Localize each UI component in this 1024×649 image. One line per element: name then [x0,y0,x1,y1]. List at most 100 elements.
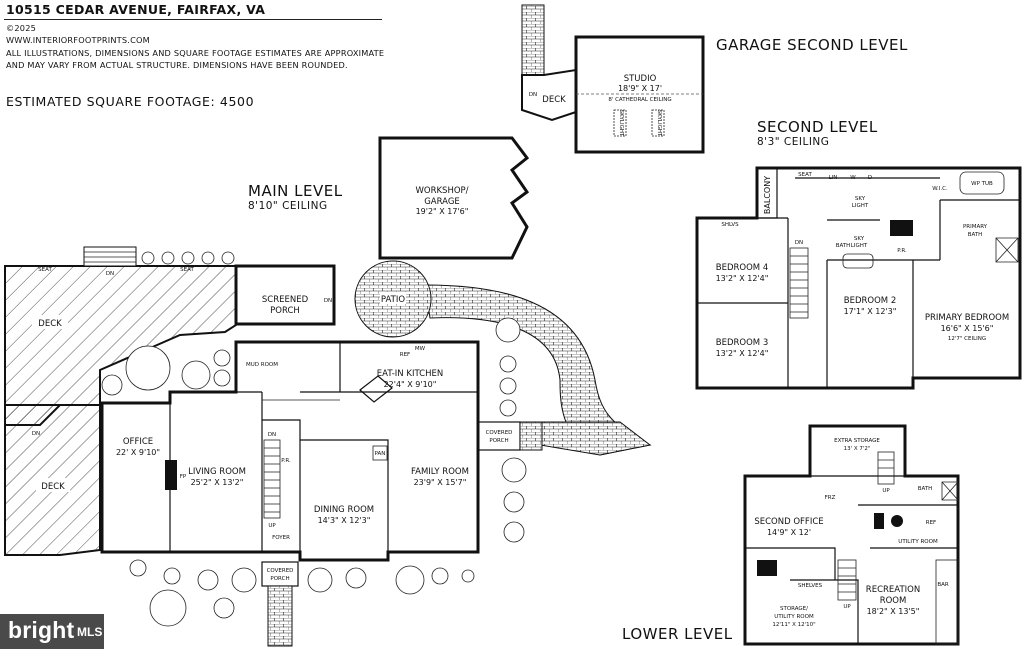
storage-utility-name: STORAGE/ [780,606,808,612]
screened-porch-name: SCREENED [262,295,309,305]
extra-storage-name: EXTRA STORAGE [834,438,880,444]
dn-label: DN [106,271,114,277]
second-office-name: SECOND OFFICE [754,517,823,527]
deck-stairs [83,246,137,267]
office-name: OFFICE [123,437,153,447]
mw-label: MW [415,346,426,352]
primary-bedroom-name: PRIMARY BEDROOM [925,313,1009,323]
wic-label: W.I.C. [932,186,948,192]
recreation-room-name: RECREATION [866,585,920,595]
copyright: ©2025 [6,23,37,33]
dn-label: DN [268,432,276,438]
website: WWW.INTERIORFOOTPRINTS.COM [6,35,150,46]
seat-label: SEAT [798,172,812,178]
bath-second-name: BATH [836,243,851,249]
pan-label: PAN [375,451,386,457]
bedroom4-dims: 13'2" X 12'4" [716,274,769,283]
sky-label: SKY [854,236,865,242]
office-dims: 22' X 9'10" [116,448,160,457]
second-level-title: SECOND LEVEL 8'3" CEILING [757,118,878,148]
powder-room-main: P.R. [281,458,291,464]
frz-label: FRZ [825,495,836,501]
screened-porch [234,264,336,326]
dn-label: DN [795,240,803,246]
bedroom4-name: BEDROOM 4 [716,263,768,273]
front-walk [267,585,293,647]
workshop-name-2: GARAGE [424,197,460,207]
disclaimer-line-1: ALL ILLUSTRATIONS, DIMENSIONS AND SQUARE… [6,47,385,58]
dining-room-name: DINING ROOM [314,505,374,515]
main-stair: DN UP [263,432,281,529]
seat-label: SEAT [38,267,52,273]
skylight-b: SKYLIGHT [656,110,662,137]
covered-porch-side-name-2: PORCH [489,438,508,444]
patio-label: PATIO [381,295,405,305]
covered-porch-front-name-2: PORCH [270,576,289,582]
dn-label: DN [324,298,332,304]
primary-bedroom-note: 12'7" CEILING [948,336,986,342]
storage-utility-name-2: UTILITY ROOM [774,614,814,620]
covered-porch-front-name: COVERED [267,568,294,574]
deck-main-label: DECK [38,319,62,329]
deck-main [4,265,237,426]
studio-note: 8' CATHEDRAL CEILING [608,97,671,103]
studio-name: STUDIO [624,74,657,84]
garage-second-level-title: GARAGE SECOND LEVEL [716,36,908,54]
lower-level-plan: EXTRA STORAGE 13' X 7'2" SECOND OFFICE 1… [743,424,960,646]
seat-label: SEAT [180,267,194,273]
header-rule [4,19,382,20]
up-label: UP [268,523,276,529]
header-notes: ©2025 WWW.INTERIORFOOTPRINTS.COM ALL ILL… [6,22,384,72]
dining-room-dims: 14'3" X 12'3" [318,516,371,525]
second-level-plan: BALCONY BEDROOM 4 13'2" X 12'4" BEDROOM … [695,166,1022,390]
covered-porch-side-name: COVERED [486,430,513,436]
property-address: 10515 CEDAR AVENUE, FAIRFAX, VA [6,2,266,17]
wp-tub-label: WP TUB [971,181,993,187]
covered-porch-side [477,421,521,451]
bedroom3-name: BEDROOM 3 [716,338,768,348]
bedroom3-dims: 13'2" X 12'4" [716,349,769,358]
wp-tub [959,171,1005,195]
bath-lower-name: BATH [918,486,933,492]
deck-label: DECK [542,95,566,105]
foyer-name: FOYER [272,535,290,541]
family-room-dims: 23'9" X 15'7" [414,478,467,487]
workshop-name: WORKSHOP/ [415,186,468,196]
main-level-plan: WORKSHOP/ GARAGE 19'2" X 17'6" PATIO DEC… [4,136,652,647]
studio-room [574,35,705,154]
up-label: UP [882,488,890,494]
studio-dims: 18'9" X 17' [618,84,662,93]
up-label: UP [843,604,851,610]
garage-second-level-plan: DECK DN STUDIO 18'9" X 17' 8' CATHEDRAL … [521,4,705,154]
ref-label: REF [400,352,410,358]
fireplace [165,460,177,490]
kitchen-dims: 22'4" X 9'10" [384,380,437,389]
bedroom2-dims: 17'1" X 12'3" [844,307,897,316]
family-room-name: FAMILY ROOM [411,467,469,477]
powder-second-name: P.R. [897,248,907,254]
dryer-label: D [868,175,872,181]
main-level-title: MAIN LEVEL 8'10" CEILING [248,182,343,212]
kitchen-island [359,375,393,403]
shelves-label: SHELVES [798,583,823,589]
balcony [756,167,778,219]
second-office-dims: 14'9" X 12' [767,528,811,537]
garage-stair [521,4,545,76]
living-room-name: LIVING ROOM [188,467,246,477]
shelves-label: SHLVS [721,222,739,228]
living-room-dims: 25'2" X 13'2" [191,478,244,487]
light-label: LIGHT [852,203,869,209]
bright-mls-logo: bright MLS [0,614,104,649]
balcony-label: BALCONY [763,176,772,214]
primary-bath-name-2: BATH [968,232,983,238]
light-label: LIGHT [851,243,868,249]
skylight-a: SKYLIGHT [618,110,624,137]
recreation-room-name-2: ROOM [880,596,907,606]
bedroom2-name: BEDROOM 2 [844,296,896,306]
kitchen-name: EAT-IN KITCHEN [377,369,443,379]
main-house-outline [100,340,480,562]
covered-porch-front [261,561,299,587]
extra-storage-dims: 13' X 7'2" [844,446,871,452]
dn-label: DN [529,92,537,98]
